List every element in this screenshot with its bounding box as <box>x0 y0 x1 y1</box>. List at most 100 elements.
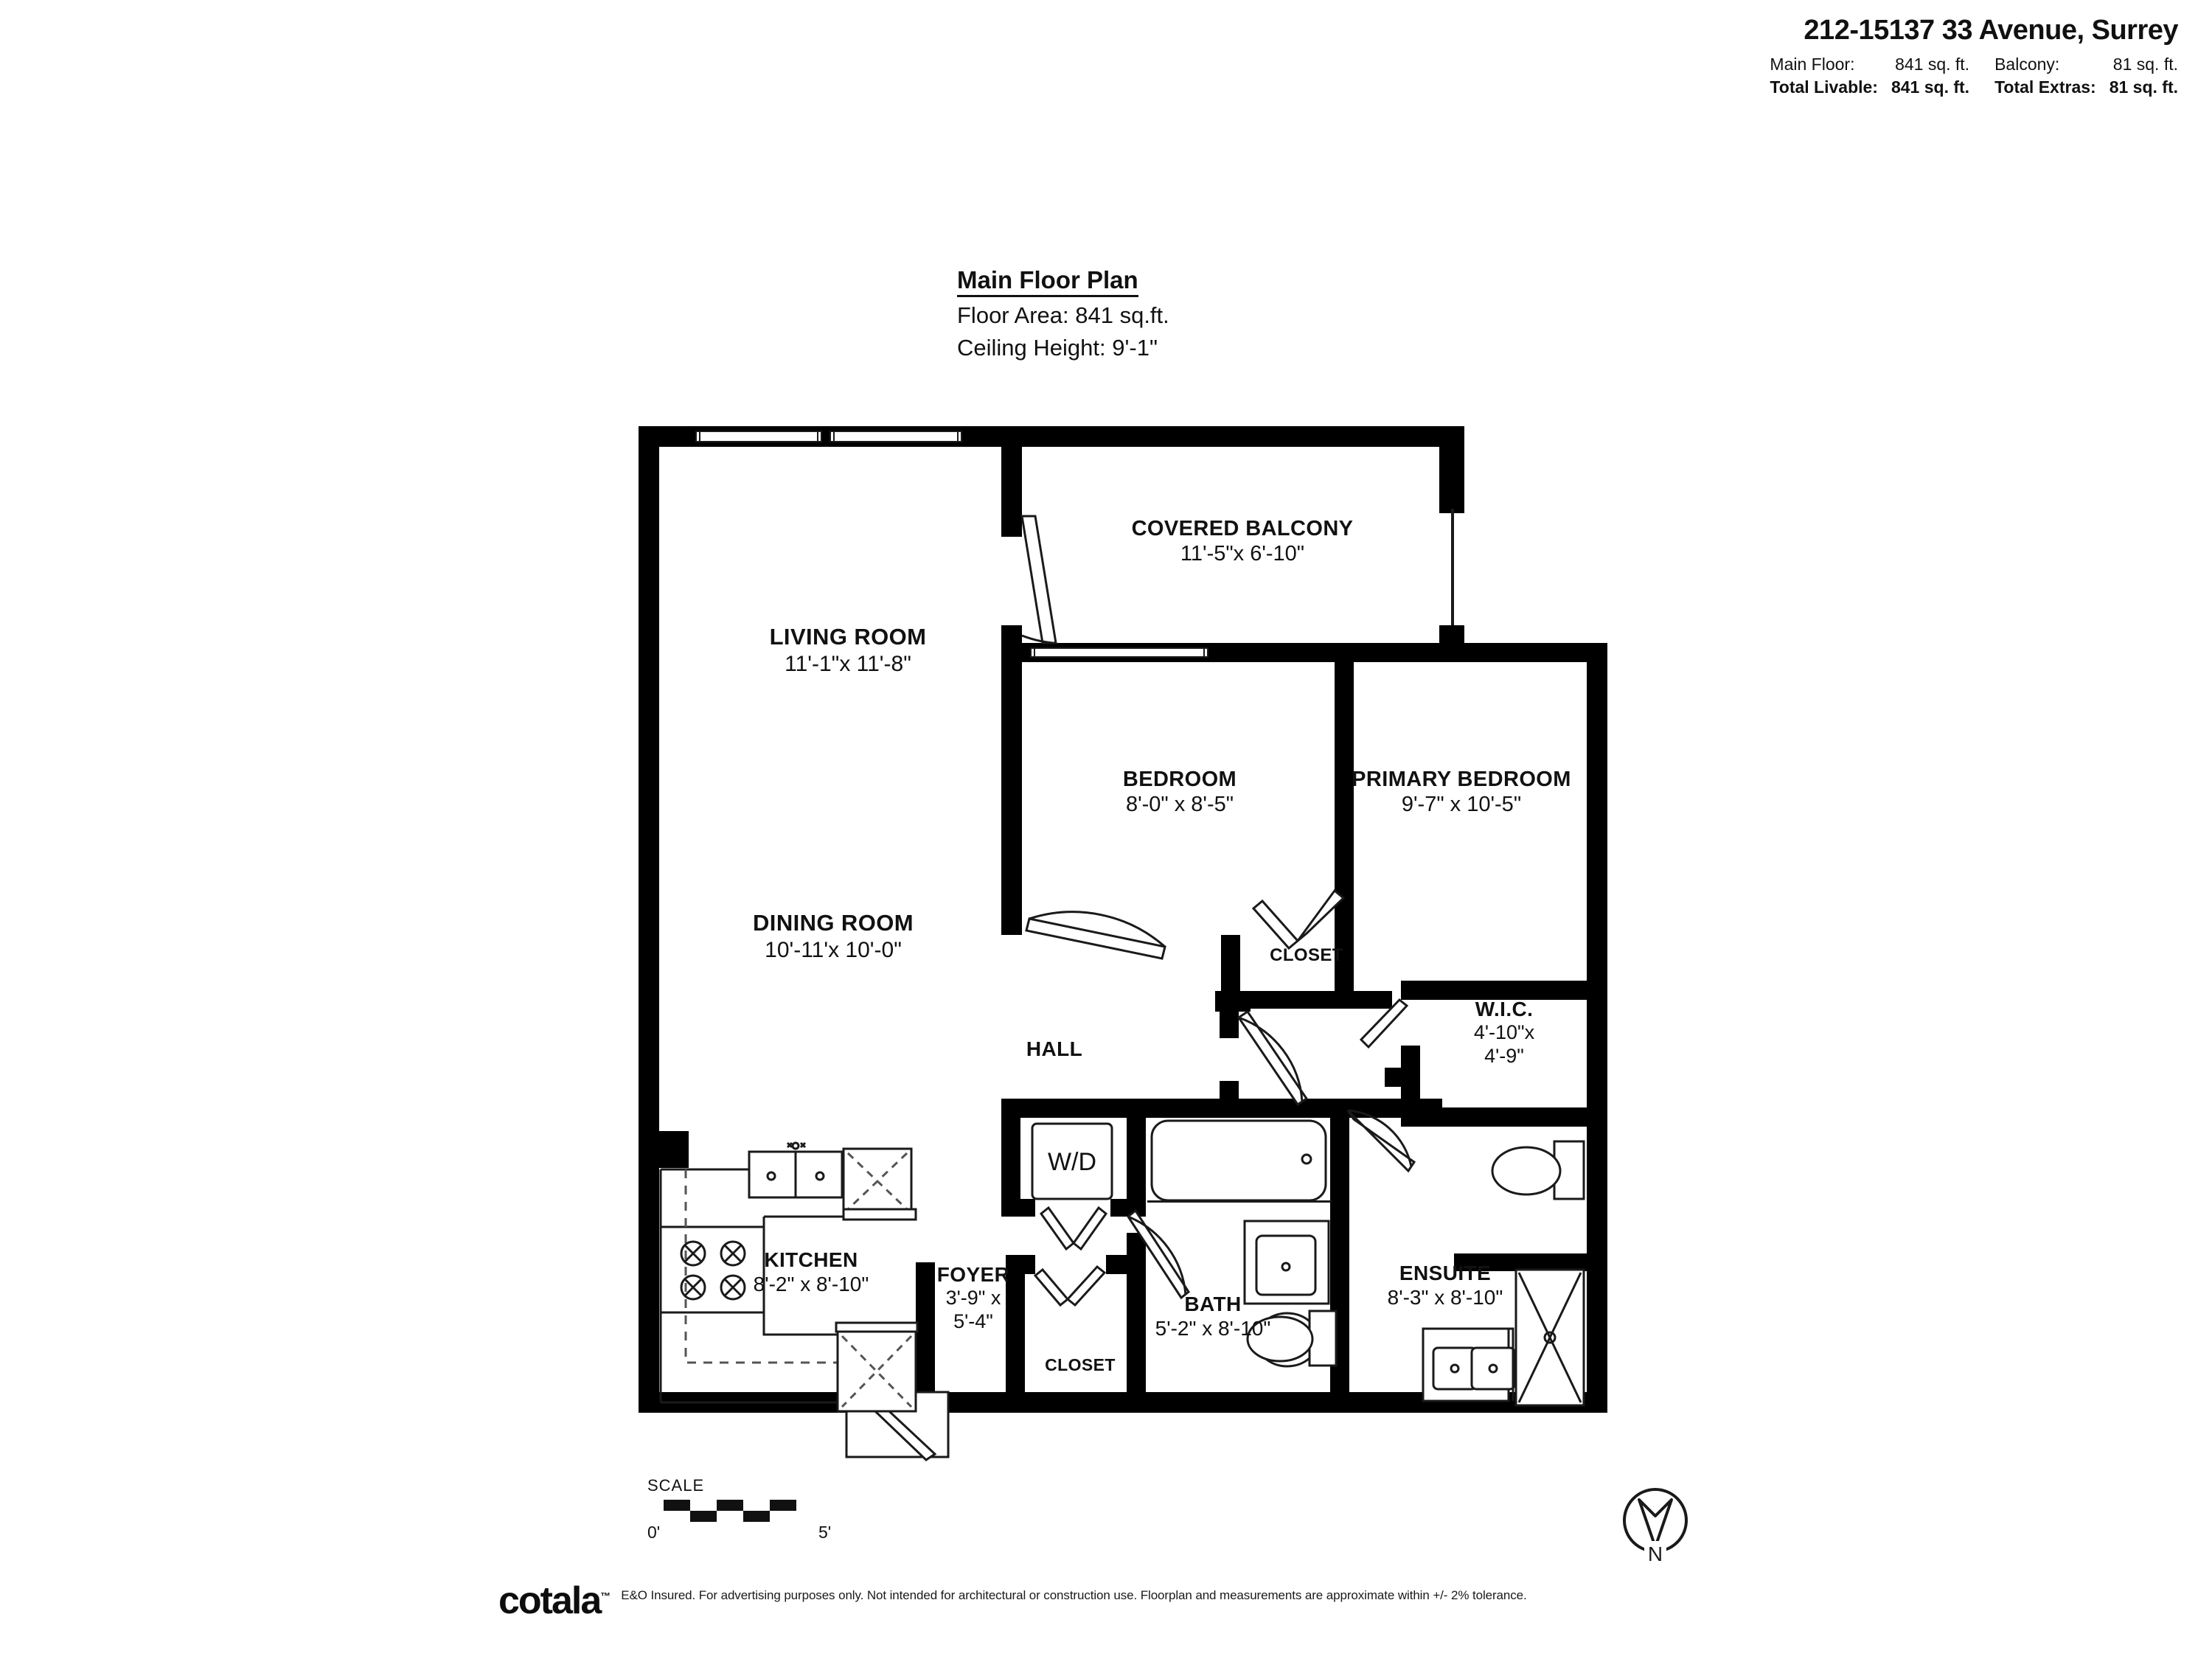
wall-closet-right <box>1335 935 1354 1009</box>
room-label-hall: HALL <box>973 1037 1135 1061</box>
wall-hall-jamb-low <box>1220 1081 1239 1107</box>
dining-room-dims: 10'-11'x 10'-0" <box>765 937 902 962</box>
scale-block-3 <box>717 1500 743 1511</box>
scale-end: 5' <box>818 1523 832 1542</box>
bedroom-closet-name: CLOSET <box>1270 945 1343 965</box>
scale-block-1 <box>664 1500 690 1511</box>
window-bedroom <box>1030 647 1208 658</box>
room-label-living-room: LIVING ROOM 11'-1"x 11'-8" <box>693 624 1003 677</box>
door-bedroom <box>1025 911 1166 960</box>
balcony-dims: 11'-5"x 6'-10" <box>1180 542 1305 566</box>
scale-block-2 <box>690 1511 717 1522</box>
foyer-name: FOYER <box>936 1263 1010 1286</box>
window-living-room-2 <box>830 431 962 442</box>
kitchen-dims: 8'-2" x 8'-10" <box>753 1273 869 1296</box>
room-label-wic: W.I.C. 4'-10"x 4'-9" <box>1423 997 1585 1068</box>
wall-hall-door-jamb <box>1220 1006 1239 1038</box>
area-summary-table: Main Floor: 841 sq. ft. Balcony: 81 sq. … <box>1770 53 2178 99</box>
wall-living-balcony <box>1001 426 1022 537</box>
wall-hall-bottom <box>1001 1099 1230 1118</box>
floor-area-text: Floor Area: 841 sq.ft. <box>957 302 1169 329</box>
ensuite-name: ENSUITE <box>1399 1262 1492 1284</box>
balcony-railing-right <box>1451 509 1454 636</box>
area-row-main: Main Floor: 841 sq. ft. Balcony: 81 sq. … <box>1770 53 2178 76</box>
scale-bar: SCALE 0' 5' <box>647 1476 839 1542</box>
wic-dims: 4'-10"x <box>1473 1021 1535 1044</box>
foyer-closet-name: CLOSET <box>1045 1355 1116 1374</box>
scale-block-4 <box>743 1511 770 1522</box>
wall-top-balcony <box>1029 426 1464 447</box>
room-label-covered-balcony: COVERED BALCONY 11'-5"x 6'-10" <box>1054 516 1430 566</box>
wic-name: W.I.C. <box>1475 998 1534 1020</box>
wall-wd-bottom-r <box>1110 1199 1146 1217</box>
room-label-bedroom: BEDROOM 8'-0" x 8'-5" <box>1032 767 1327 817</box>
wall-ensuite-top-right <box>1454 1253 1587 1271</box>
wall-bedroom-bottom <box>1001 917 1022 935</box>
door-balcony <box>1020 515 1057 644</box>
living-room-dims: 11'-1"x 11'-8" <box>785 651 911 676</box>
balcony-label: Balcony: <box>1994 54 2060 74</box>
wall-living-bedroom <box>1001 625 1022 935</box>
page-title: Main Floor Plan <box>957 266 1138 298</box>
room-label-primary-bedroom: PRIMARY BEDROOM 9'-7" x 10'-5" <box>1310 767 1613 817</box>
door-laundry-bifold <box>1039 1206 1108 1251</box>
scale-start: 0' <box>647 1523 661 1542</box>
door-hall-primary <box>1237 1009 1309 1107</box>
plan-title-block: Main Floor Plan Floor Area: 841 sq.ft. C… <box>957 266 1169 362</box>
window-living-room-1 <box>695 431 822 442</box>
wic-dims2: 4'-9" <box>1484 1044 1524 1067</box>
bedroom-dims: 8'-0" x 8'-5" <box>1125 793 1234 817</box>
scale-label: SCALE <box>647 1476 705 1495</box>
total-extras-value: 81 sq. ft. <box>2109 77 2178 97</box>
area-row-total: Total Livable: 841 sq. ft. Total Extras:… <box>1770 76 2178 99</box>
balcony-name: COVERED BALCONY <box>1131 517 1354 540</box>
wall-wd-right <box>1127 1099 1146 1217</box>
room-label-kitchen: KITCHEN 8'-2" x 8'-10" <box>700 1248 922 1296</box>
door-bedroom-closet-bifold <box>1251 888 1346 950</box>
wall-left-exterior <box>639 426 659 1413</box>
wall-wd-bottom-l <box>1001 1199 1035 1217</box>
room-label-bedroom-closet: CLOSET <box>1224 945 1389 966</box>
north-arrow-icon: N <box>1623 1488 1688 1565</box>
appliance-label-washer-dryer: W/D <box>1034 1147 1110 1177</box>
wall-bath-tub-divider <box>1147 1200 1332 1203</box>
wall-wic-left-a <box>1401 981 1420 1000</box>
wall-bottom-exterior <box>639 1392 1607 1413</box>
bath-name: BATH <box>1184 1293 1242 1315</box>
bedroom-name: BEDROOM <box>1122 768 1237 791</box>
ceiling-height-text: Ceiling Height: 9'-1" <box>957 335 1158 361</box>
total-livable-label: Total Livable: <box>1770 77 1878 97</box>
wall-wic-top <box>1401 981 1587 1000</box>
property-address: 212-15137 33 Avenue, Surrey <box>1804 15 2178 46</box>
wall-bath-right <box>1330 1099 1349 1413</box>
logo-tm: ™ <box>600 1590 611 1602</box>
scale-blocks <box>664 1500 823 1522</box>
compass-rose: N <box>1615 1482 1696 1574</box>
cotala-logo: cotala™ <box>498 1582 611 1620</box>
primary-bedroom-name: PRIMARY BEDROOM <box>1352 768 1571 791</box>
wall-wic-door-jamb <box>1385 1068 1411 1087</box>
foyer-dims2: 5'-4" <box>953 1310 993 1332</box>
wall-primary-bedroom-top <box>1352 643 1587 662</box>
wall-foyer-closet-vert <box>1006 1255 1025 1413</box>
total-livable-value: 841 sq. ft. <box>1891 77 1970 97</box>
room-label-ensuite: ENSUITE 8'-3" x 8'-10" <box>1327 1261 1563 1310</box>
wall-ensuite-top-stub <box>1422 1099 1442 1118</box>
compass-north-label: N <box>1648 1543 1663 1565</box>
disclaimer-text: E&O Insured. For advertising purposes on… <box>621 1588 1527 1602</box>
bath-dims: 5'-2" x 8'-10" <box>1155 1317 1271 1340</box>
main-floor-label: Main Floor: <box>1770 54 1855 74</box>
main-floor-value: 841 sq. ft. <box>1895 54 1970 74</box>
dining-room-name: DINING ROOM <box>753 910 914 936</box>
header-block: 212-15137 33 Avenue, Surrey Main Floor: … <box>1770 15 2178 99</box>
wall-balcony-top-right <box>1439 426 1464 513</box>
ensuite-dims: 8'-3" x 8'-10" <box>1387 1286 1503 1310</box>
wall-right-exterior <box>1587 643 1607 1413</box>
room-label-bath: BATH 5'-2" x 8'-10" <box>1106 1292 1320 1340</box>
total-extras-label: Total Extras: <box>1994 77 2096 97</box>
wall-wd-left <box>1001 1099 1020 1217</box>
balcony-value: 81 sq. ft. <box>2112 54 2178 74</box>
wd-label: W/D <box>1047 1148 1097 1176</box>
room-label-dining-room: DINING ROOM 10'-11'x 10'-0" <box>678 910 988 963</box>
